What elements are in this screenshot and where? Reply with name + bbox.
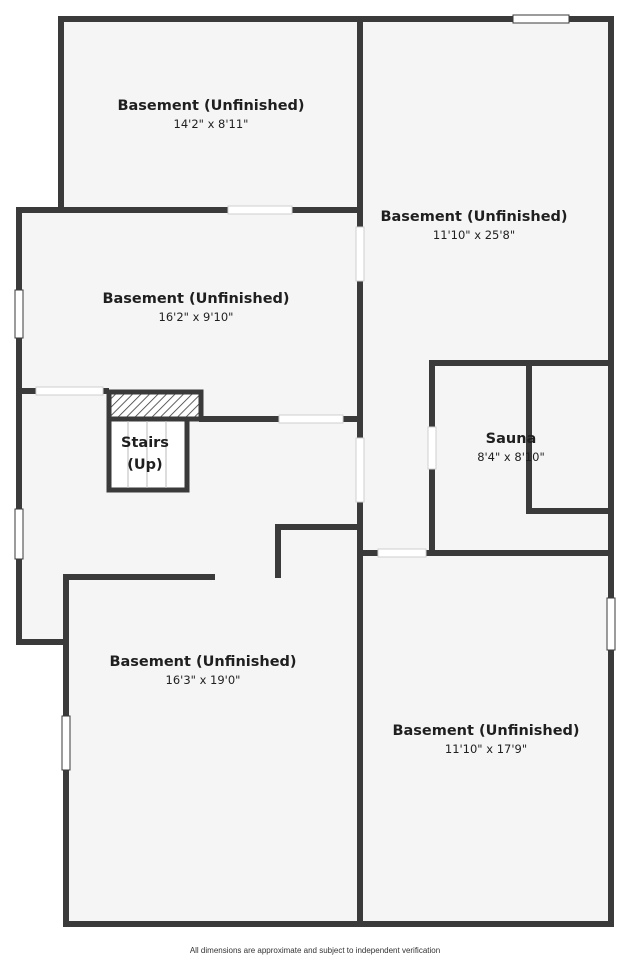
windows (14, 14, 616, 771)
window (512, 14, 570, 24)
room-name: Basement (Unfinished) (380, 209, 567, 225)
window (14, 289, 24, 339)
closet-wall (275, 524, 363, 578)
window (355, 226, 365, 282)
floor-area (19, 19, 611, 924)
room-name: Basement (Unfinished) (102, 291, 289, 307)
room-name: Basement (Unfinished) (117, 98, 304, 114)
stairs (106, 389, 204, 493)
window (14, 508, 24, 560)
window (606, 597, 616, 651)
window (227, 205, 293, 215)
room-name: Basement (Unfinished) (109, 654, 296, 670)
room-labels: Basement (Unfinished) 14'2" x 8'11" Base… (102, 98, 579, 756)
sauna-wall (429, 360, 614, 554)
stairs-label: Stairs (121, 435, 169, 451)
outer-wall (16, 16, 614, 927)
window (35, 386, 104, 396)
room-dims: 14'2" x 8'11" (174, 117, 249, 131)
room-name: Sauna (486, 431, 537, 447)
room-dims: 11'10" x 17'9" (445, 742, 527, 756)
disclaimer: All dimensions are approximate and subje… (189, 946, 441, 955)
room-dims: 11'10" x 25'8" (433, 228, 515, 242)
room-name: Basement (Unfinished) (392, 723, 579, 739)
room-dims: 8'4" x 8'10" (477, 450, 545, 464)
room-dims: 16'2" x 9'10" (159, 310, 234, 324)
window (427, 426, 437, 470)
window (355, 437, 365, 503)
room-dims: 16'3" x 19'0" (166, 673, 241, 687)
window (377, 548, 427, 558)
stairs-label-direction: (Up) (127, 457, 162, 473)
window (61, 715, 71, 771)
window (278, 414, 344, 424)
sauna-bench-wall (526, 360, 614, 514)
